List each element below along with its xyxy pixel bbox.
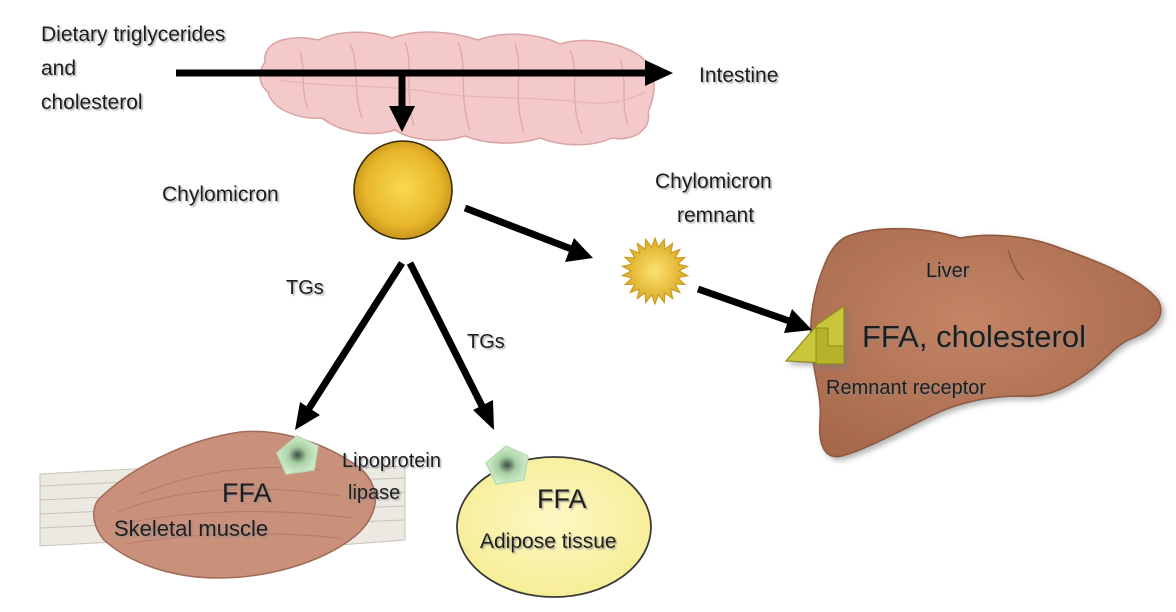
arrows: [176, 69, 794, 412]
chylomicron-label: Chylomicron: [162, 183, 279, 206]
arrowhead-intestine: [645, 60, 673, 86]
tgs-right-label: TGs: [467, 331, 505, 353]
chylomicron-remnant-particle: [620, 236, 690, 306]
adipose-tissue-label: Adipose tissue: [480, 530, 617, 553]
arrow-to-adipose: [406, 261, 488, 412]
lipoprotein-lipase-muscle-icon: [276, 435, 319, 475]
lipase-label-line1: Lipoprotein: [342, 450, 441, 472]
adipose-tissue-cell: [456, 456, 652, 598]
muscle-ffa-label: FFA: [222, 478, 272, 508]
liver-label: Liver: [926, 260, 970, 282]
remnant-label-line1: Chylomicron: [655, 170, 772, 193]
chylomicron-particle: [353, 140, 453, 240]
lipoprotein-lipase-adipose-icon: [485, 445, 529, 485]
arrowhead-remnant: [565, 238, 593, 262]
arrowhead-chylomicron: [389, 106, 415, 132]
arrow-to-remnant: [463, 204, 576, 254]
adipose-ffa-label: FFA: [537, 484, 587, 514]
arrowhead-receptor: [784, 309, 812, 333]
dietary-label-line2: and: [41, 57, 76, 80]
remnant-receptor-shape: [784, 304, 845, 365]
arrow-to-receptor: [696, 285, 794, 326]
dietary-label-line3: cholesterol: [41, 91, 143, 114]
tgs-left-label: TGs: [286, 277, 324, 299]
lipase-label-line2: lipase: [348, 482, 400, 504]
arrowheads: [295, 60, 812, 430]
dietary-label-line1: Dietary triglycerides: [41, 23, 225, 46]
skeletal-muscle-label: Skeletal muscle: [114, 516, 268, 541]
remnant-receptor-label: Remnant receptor: [826, 377, 986, 399]
arrowhead-adipose: [473, 400, 494, 430]
intestine-label: Intestine: [699, 64, 778, 87]
liver-ffa-cholesterol-label: FFA, cholesterol: [862, 319, 1086, 354]
remnant-label-line2: remnant: [677, 204, 754, 227]
arrowhead-muscle: [295, 402, 320, 430]
arrow-to-muscle: [305, 261, 405, 412]
intestine-illustration: [259, 31, 655, 146]
